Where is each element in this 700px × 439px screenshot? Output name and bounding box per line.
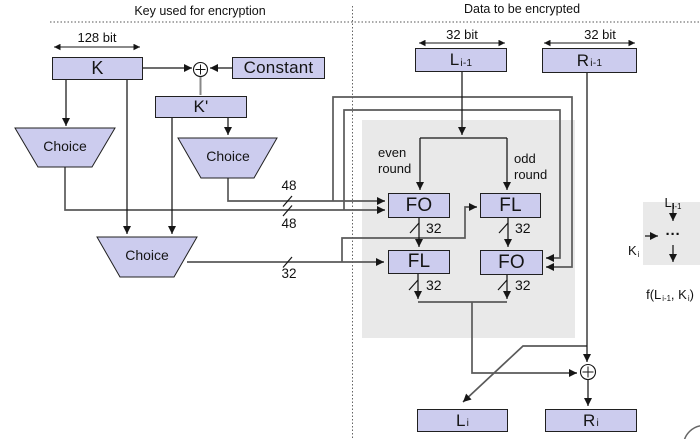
f-out-sub2: i — [687, 294, 690, 304]
r-output-sub: i — [596, 418, 599, 430]
choice1-shape — [14, 127, 116, 168]
choice1-label: Choice — [43, 138, 87, 154]
l-input-sub: i-1 — [460, 57, 473, 69]
choice2-shape — [177, 137, 278, 179]
constant-box: Constant — [232, 57, 325, 79]
corner-arc-decoration — [683, 425, 700, 439]
f-output-label: f(Li-1, Ki) — [638, 272, 700, 304]
xor-key-constant-icon — [192, 61, 209, 78]
f-input-label: Li-1 — [650, 180, 696, 212]
right-section-title: Data to be encrypted — [463, 2, 581, 16]
choice3-label: Choice — [125, 247, 169, 263]
fl-even-box: FL — [388, 250, 450, 274]
f-out-part2: , K — [670, 287, 687, 302]
f-out-part1: f(L — [646, 287, 662, 302]
fo-even-out-width: 32 — [426, 220, 442, 236]
f-out-part3: ) — [689, 287, 694, 302]
f-key-main: K — [628, 243, 637, 258]
section-divider-lines — [50, 6, 700, 439]
f-internal-dots: ··· — [665, 226, 681, 243]
fo-odd-box: FO — [480, 250, 543, 275]
odd-round-label: odd round — [514, 151, 548, 182]
r-input-sub: i-1 — [590, 58, 603, 70]
even-round-label: even round — [378, 145, 412, 176]
flow-arrows — [62, 64, 677, 406]
r-output-main: R — [583, 410, 596, 430]
left-section-title: Key used for encryption — [134, 4, 266, 18]
f-input-main: L — [664, 195, 672, 210]
key-bus-lines — [64, 96, 587, 403]
choice2-label: Choice — [206, 148, 250, 164]
l-output-main: L — [455, 410, 466, 430]
l-output-sub: i — [466, 418, 470, 430]
fl-odd-box: FL — [480, 193, 541, 218]
bus48-upper-label: 48 — [281, 178, 297, 193]
f-input-sub: i-1 — [672, 202, 682, 212]
xor-feistel-icon — [579, 363, 597, 381]
right-data-width-label: 32 bit — [584, 27, 616, 42]
f-key-sub: i — [637, 250, 640, 260]
l-input-main: L — [449, 50, 460, 69]
left-data-width-label: 32 bit — [446, 27, 478, 42]
key-box: K — [52, 57, 143, 80]
choice3-shape — [96, 236, 198, 278]
f-out-sub1: i-1 — [662, 294, 671, 304]
key-width-label: 128 bit — [77, 30, 117, 45]
choice-trapezoids — [14, 127, 278, 278]
fl-odd-out-width: 32 — [515, 220, 531, 236]
fl-even-out-width: 32 — [426, 277, 442, 293]
fo-even-box: FO — [388, 193, 450, 218]
kprime-box: K' — [155, 96, 247, 118]
r-input-main: R — [576, 50, 590, 70]
f-key-label: Ki — [628, 228, 646, 260]
bus32-label: 32 — [281, 266, 297, 281]
fo-odd-out-width: 32 — [515, 277, 531, 293]
width-measure-arrows — [54, 39, 635, 51]
bus-width-ticks — [282, 195, 509, 291]
bus48-lower-label: 48 — [281, 216, 297, 231]
